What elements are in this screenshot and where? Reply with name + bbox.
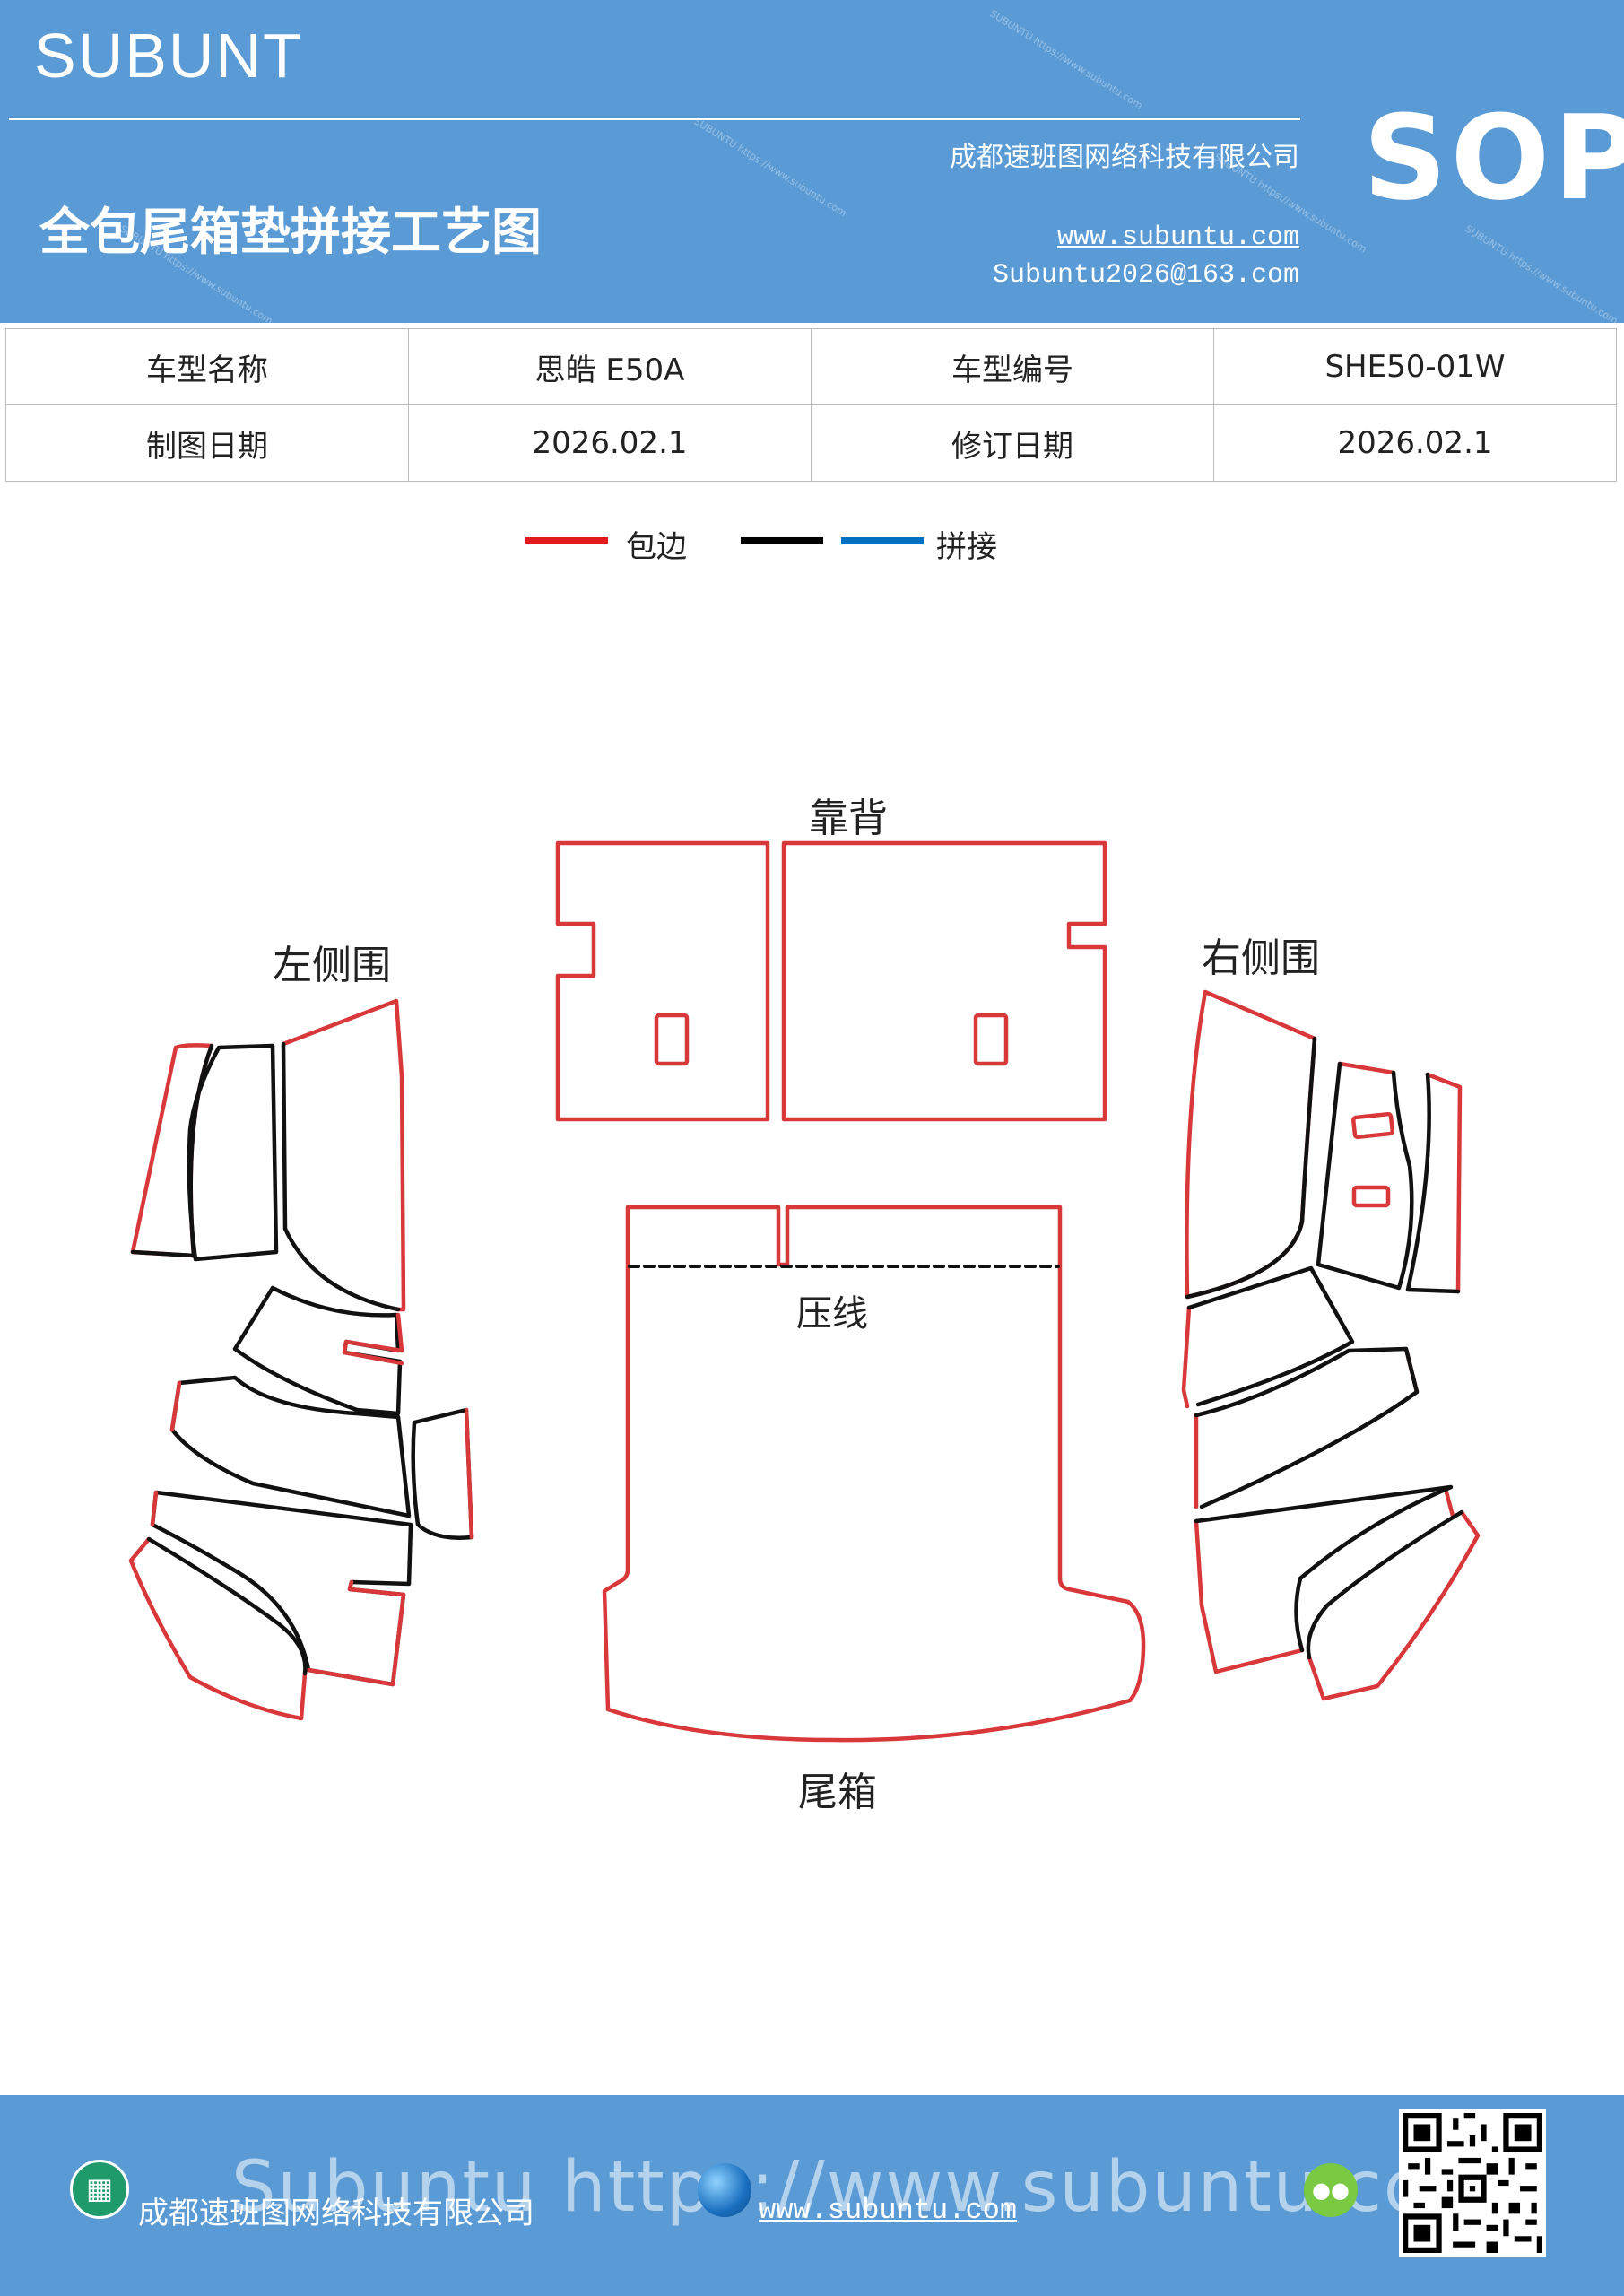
footer-website-link[interactable]: www.subuntu.com — [759, 2194, 1018, 2227]
footer-watermark-text: Subuntu https://www.subuntu.com — [231, 2147, 1498, 2228]
label-press-line: 压线 — [796, 1293, 868, 1335]
cell-value: SHE50-01W — [1213, 328, 1617, 405]
cell-value: 2026.02.1 — [408, 404, 812, 482]
label-right-wall: 右侧围 — [1202, 935, 1320, 981]
cell-label: 车型名称 — [5, 328, 409, 405]
backrest-left-cutout — [654, 1013, 690, 1066]
qr-code-icon — [1403, 2113, 1542, 2253]
vehicle-info-table: 车型名称 思皓 E50A 车型编号 SHE50-01W 制图日期 2026.02… — [5, 328, 1617, 482]
left-panel-2 — [187, 1043, 279, 1262]
legend: 包边 拼接 — [0, 520, 1624, 574]
right-panel-1-seam — [1185, 1036, 1317, 1300]
right-panel-7 — [1307, 1509, 1481, 1701]
legend-seam-swatch — [841, 537, 924, 544]
left-panel-5-edge — [169, 1380, 182, 1432]
document-title: 全包尾箱垫拼接工艺图 — [39, 203, 542, 262]
backrest-right-cutout — [973, 1013, 1009, 1066]
website-link[interactable]: www.subuntu.com — [1056, 222, 1299, 253]
building-icon: ▦ — [70, 2160, 129, 2219]
left-panel-7-edge — [150, 1490, 406, 1687]
left-panel-6-edge — [464, 1407, 474, 1540]
left-panel-7 — [150, 1490, 413, 1687]
left-panel-8-seam — [146, 1536, 308, 1676]
legend-binding-swatch — [525, 537, 608, 544]
cell-label: 制图日期 — [5, 404, 409, 482]
wechat-icon[interactable]: ●● — [1304, 2163, 1358, 2217]
right-panel-6-edge — [1194, 1486, 1455, 1674]
company-name: 成都速班图网络科技有限公司 — [950, 142, 1299, 173]
right-panel-7-seam — [1306, 1509, 1464, 1660]
left-seam-1a — [130, 1249, 196, 1258]
right-panel-1 — [1185, 989, 1317, 1300]
globe-icon — [698, 2163, 751, 2217]
legend-binding-label: 包边 — [626, 529, 687, 565]
trunk-floor — [602, 1205, 1146, 1743]
right-panel-3-edge — [1425, 1072, 1463, 1294]
footer-company-name: 成都速班图网络科技有限公司 — [138, 2196, 534, 2231]
label-trunk: 尾箱 — [798, 1770, 877, 1815]
left-panel-3-top — [281, 998, 406, 1312]
header-divider — [9, 118, 1300, 120]
cell-label: 车型编号 — [811, 328, 1214, 405]
table-row: 制图日期 2026.02.1 修订日期 2026.02.1 — [5, 404, 1617, 482]
right-panel-2-top — [1337, 1061, 1396, 1075]
legend-seam-label: 拼接 — [936, 529, 997, 565]
cell-value: 思皓 E50A — [408, 328, 812, 405]
table-row: 车型名称 思皓 E50A 车型编号 SHE50-01W — [5, 328, 1617, 405]
right-panel-3 — [1405, 1072, 1461, 1294]
left-panel-4-edge — [342, 1312, 404, 1366]
left-seam-1b — [188, 1043, 214, 1258]
brand-name: SUBUNT — [34, 21, 303, 91]
right-panel-2-slot-a — [1351, 1111, 1394, 1140]
cell-value: 2026.02.1 — [1213, 404, 1617, 482]
right-panel-2-slot-b — [1351, 1185, 1391, 1208]
label-backrest: 靠背 — [809, 796, 888, 841]
right-panel-4-edge — [1181, 1305, 1192, 1409]
left-panel-6 — [411, 1407, 474, 1540]
left-panel-3-seam — [281, 1041, 401, 1312]
right-panel-6 — [1194, 1484, 1454, 1653]
backrest-left-panel — [555, 840, 770, 1122]
left-panel-5 — [169, 1375, 412, 1518]
legend-black-swatch — [741, 537, 823, 544]
backrest-right-panel — [781, 840, 1107, 1122]
label-left-wall: 左侧围 — [273, 943, 391, 988]
right-panel-2 — [1316, 1061, 1414, 1291]
left-panel-1 — [130, 1043, 214, 1258]
qr-code — [1399, 2109, 1546, 2257]
header-banner — [0, 0, 1624, 323]
email-address[interactable]: Subuntu2026@163.com — [992, 260, 1299, 291]
cell-label: 修订日期 — [811, 404, 1214, 482]
right-panel-5 — [1194, 1346, 1420, 1509]
left-panel-8 — [128, 1536, 308, 1721]
right-panel-4 — [1186, 1265, 1355, 1407]
sop-mark: SOP — [1363, 90, 1624, 226]
